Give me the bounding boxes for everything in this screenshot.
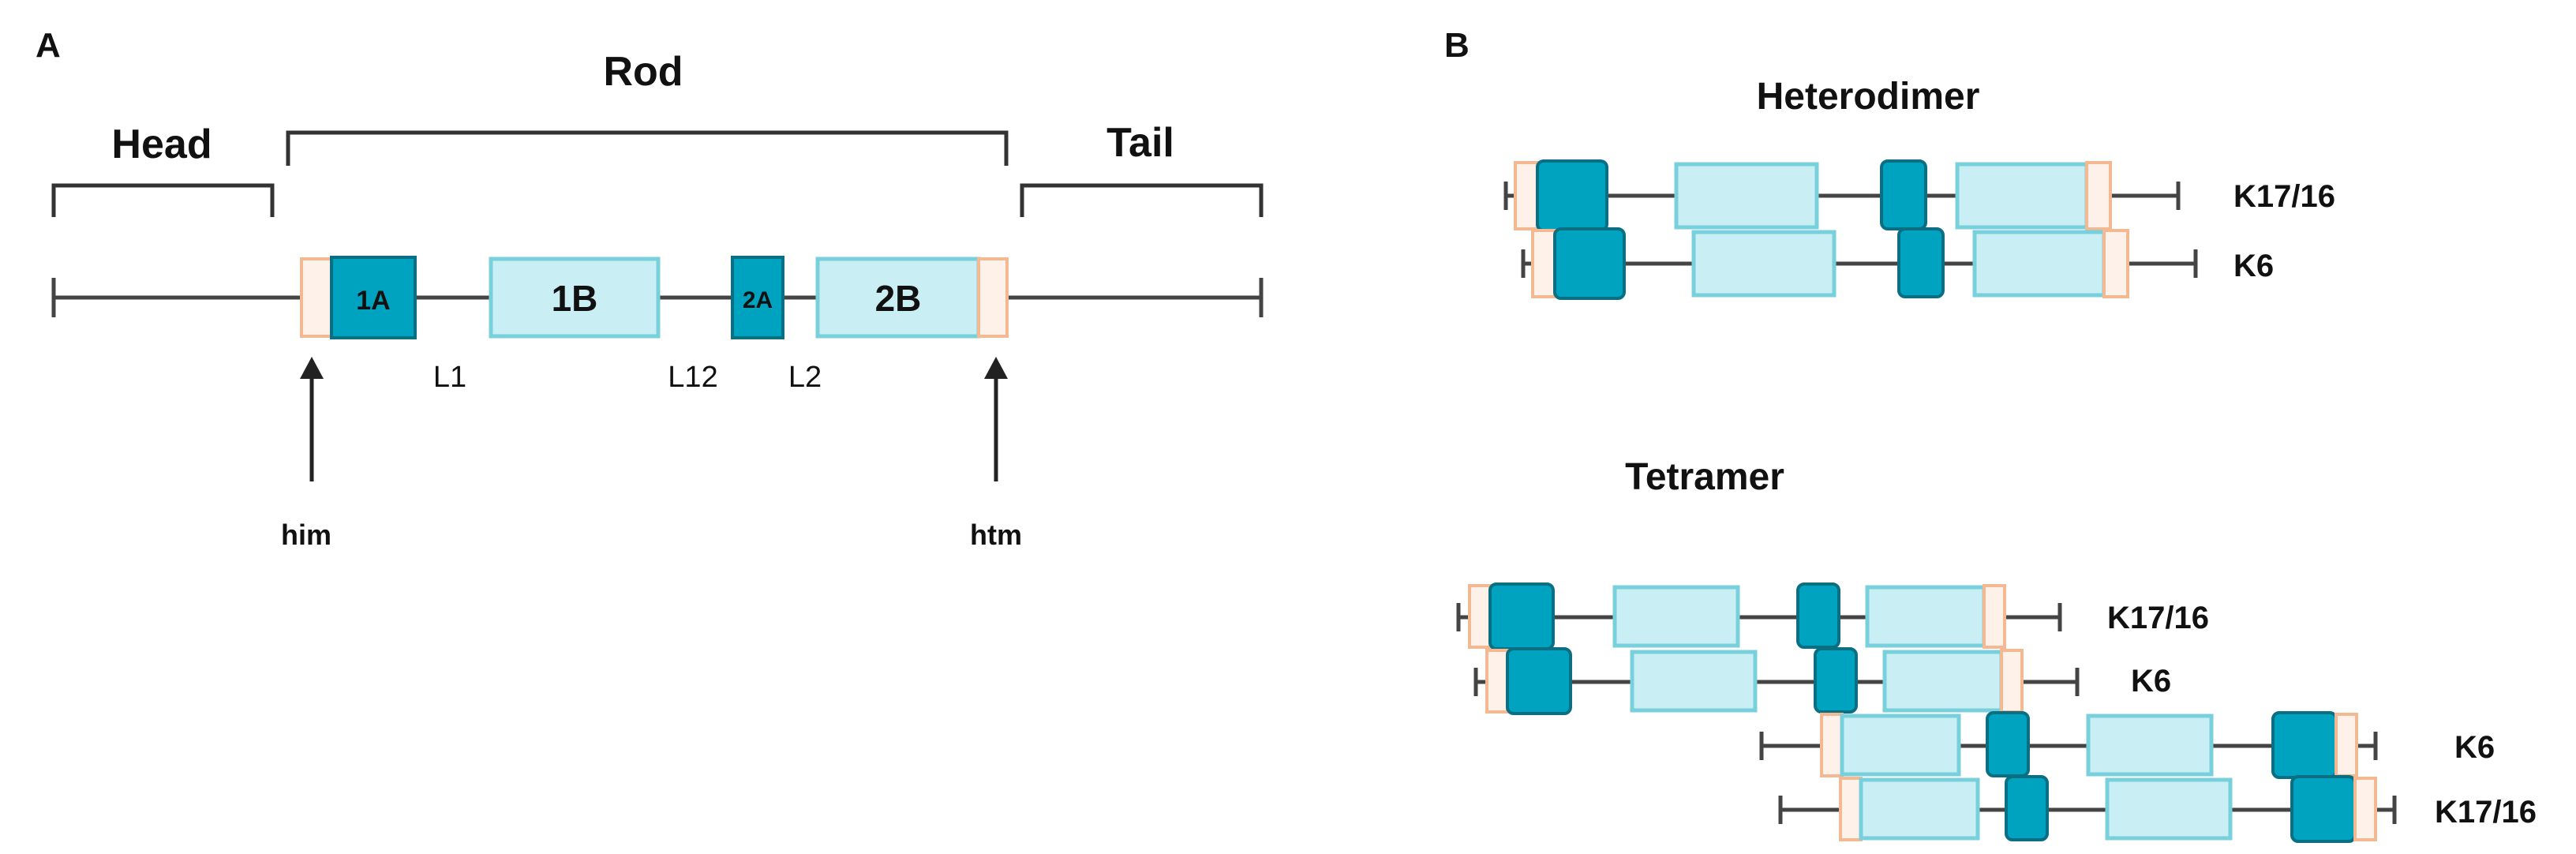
tail-label: Tail	[1106, 120, 1174, 166]
heterodimer-label-k6: K6	[2233, 249, 2274, 283]
heterodimer-title: Heterodimer	[1757, 76, 1980, 118]
helix-termination-motif	[977, 257, 1009, 338]
tetramer-label-3: K6	[2454, 730, 2495, 765]
segment-2b	[815, 257, 981, 339]
tetramer-chain-1-k17-16	[1456, 582, 2062, 650]
linker-l2-label: L2	[788, 361, 822, 394]
head-label: Head	[111, 122, 212, 167]
tetramer-label-4: K17/16	[2435, 795, 2537, 830]
tetramer-title: Tetramer	[1625, 456, 1784, 498]
segment-2b-label: 2B	[875, 278, 922, 319]
segment-1b-label: 1B	[552, 278, 598, 319]
panel-a: A Head Rod Tail 1A 1B 2A 2B L1 L12 L2 hi…	[36, 26, 1264, 551]
tetramer-chain-4-k17-16	[1778, 775, 2397, 843]
heterodimer-chain-k6	[1521, 227, 2198, 300]
linker-l1-label: L1	[433, 361, 466, 394]
segment-1a-label: 1A	[356, 286, 390, 316]
panel-a-letter: A	[36, 26, 61, 65]
tail-bracket	[1020, 183, 1264, 217]
htm-label: htm	[970, 519, 1022, 551]
segment-1a	[330, 256, 417, 339]
segment-2a	[731, 256, 784, 339]
heterodimer-chain-k17-16	[1503, 159, 2181, 232]
linker-l12-label: L12	[668, 361, 717, 394]
tetramer-chain-2-k6	[1473, 647, 2080, 715]
tetramer-label-2: K6	[2131, 664, 2171, 699]
tetramer-chain-3-k6	[1759, 711, 2378, 779]
him-arrow-icon	[300, 357, 324, 379]
head-bracket	[51, 183, 275, 217]
him-label: him	[281, 519, 331, 551]
htm-arrow-icon	[984, 357, 1008, 379]
segment-2a-label: 2A	[743, 287, 773, 313]
heterodimer-label-k17-16: K17/16	[2233, 179, 2335, 214]
segment-1b	[489, 257, 661, 339]
panel-b-letter: B	[1444, 26, 1470, 65]
rod-label: Rod	[603, 49, 683, 95]
helix-initiation-motif	[300, 257, 333, 338]
rod-bracket	[286, 130, 1009, 166]
tetramer-label-1: K17/16	[2107, 601, 2209, 635]
panel-b: B Heterodimer Tetramer K17/16	[1444, 26, 2537, 843]
